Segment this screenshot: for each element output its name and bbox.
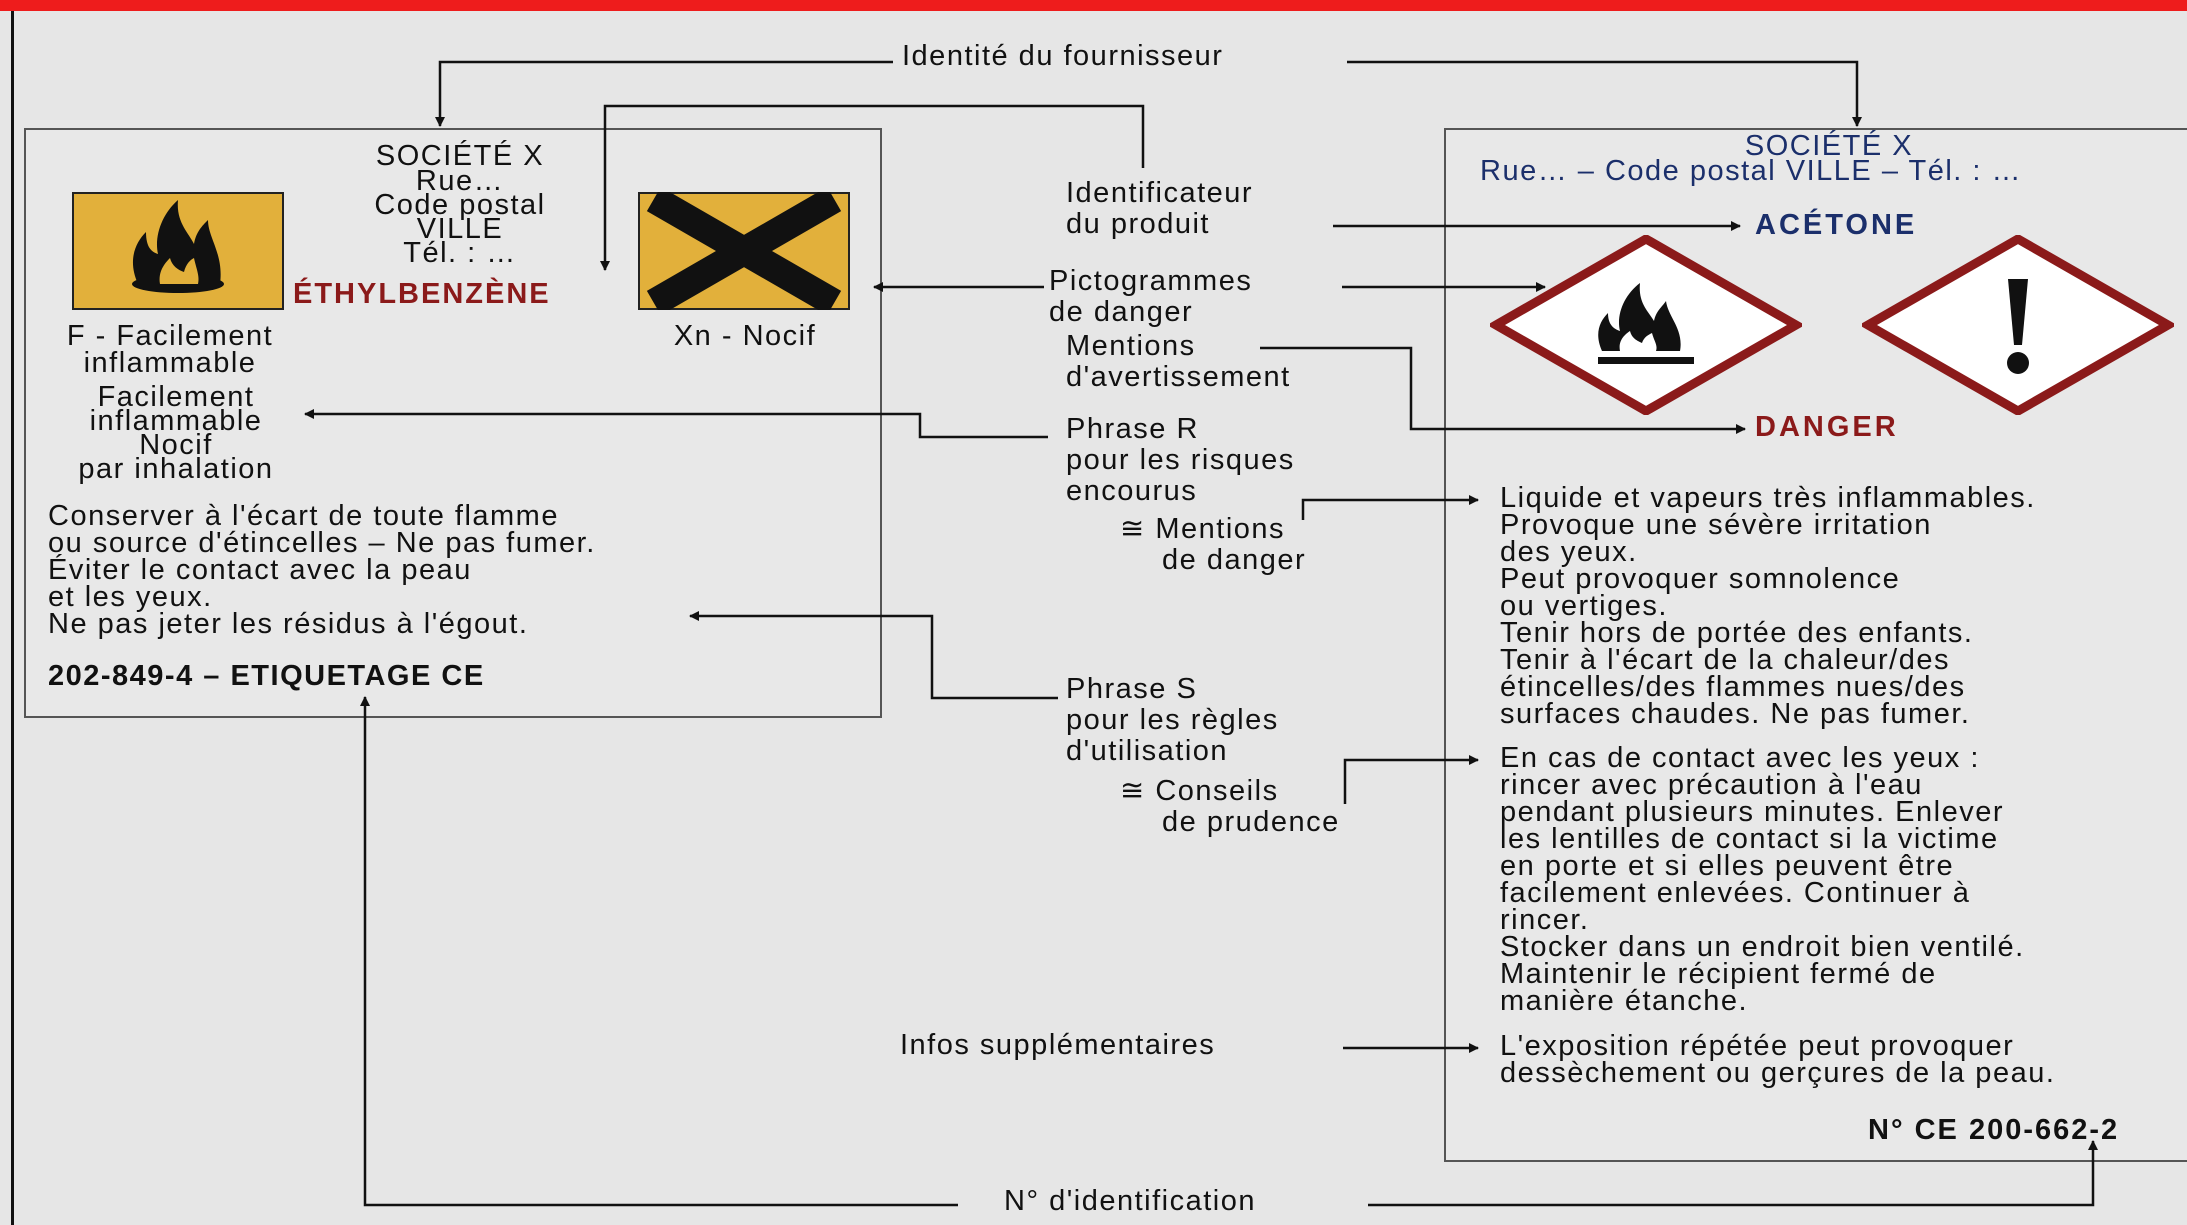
cross-caption: Xn - Nocif <box>673 320 817 352</box>
callout-id-number: N° d'identification <box>1004 1185 1256 1217</box>
old-product-name: ÉTHYLBENZÈNE <box>293 278 551 310</box>
callout-supplier: Identité du fournisseur <box>898 42 1228 71</box>
callout-extra-info: Infos supplémentaires <box>900 1029 1216 1061</box>
new-company-name: SOCIÉTÉ X <box>1744 130 1914 162</box>
signal-word: DANGER <box>1755 411 1899 443</box>
new-product-name: ACÉTONE <box>1755 209 1918 241</box>
cross-icon <box>638 186 850 316</box>
top-red-border <box>0 0 2187 11</box>
old-phone: Tél. : … <box>403 237 517 269</box>
new-address: Rue… – Code postal VILLE – Tél. : … <box>1480 155 2023 187</box>
precautionary-statements: En cas de contact avec les yeux :rincer … <box>1500 742 2025 1017</box>
old-street: Rue… <box>415 165 505 197</box>
new-ce-number: N° CE 200-662-2 <box>1868 1114 2120 1146</box>
old-company-name: SOCIÉTÉ X <box>375 140 545 172</box>
flame-icon <box>72 192 284 310</box>
old-postal: Code postal <box>374 189 546 221</box>
old-ce-number: 202-849-4 – ETIQUETAGE CE <box>48 660 485 692</box>
old-city: VILLE <box>416 213 504 245</box>
left-border <box>11 11 14 1225</box>
ghs-exclamation-icon <box>1858 233 2178 417</box>
hazard-statements: Liquide et vapeurs très inflammables.Pro… <box>1500 482 2036 730</box>
ghs-flame-icon <box>1486 233 1806 417</box>
